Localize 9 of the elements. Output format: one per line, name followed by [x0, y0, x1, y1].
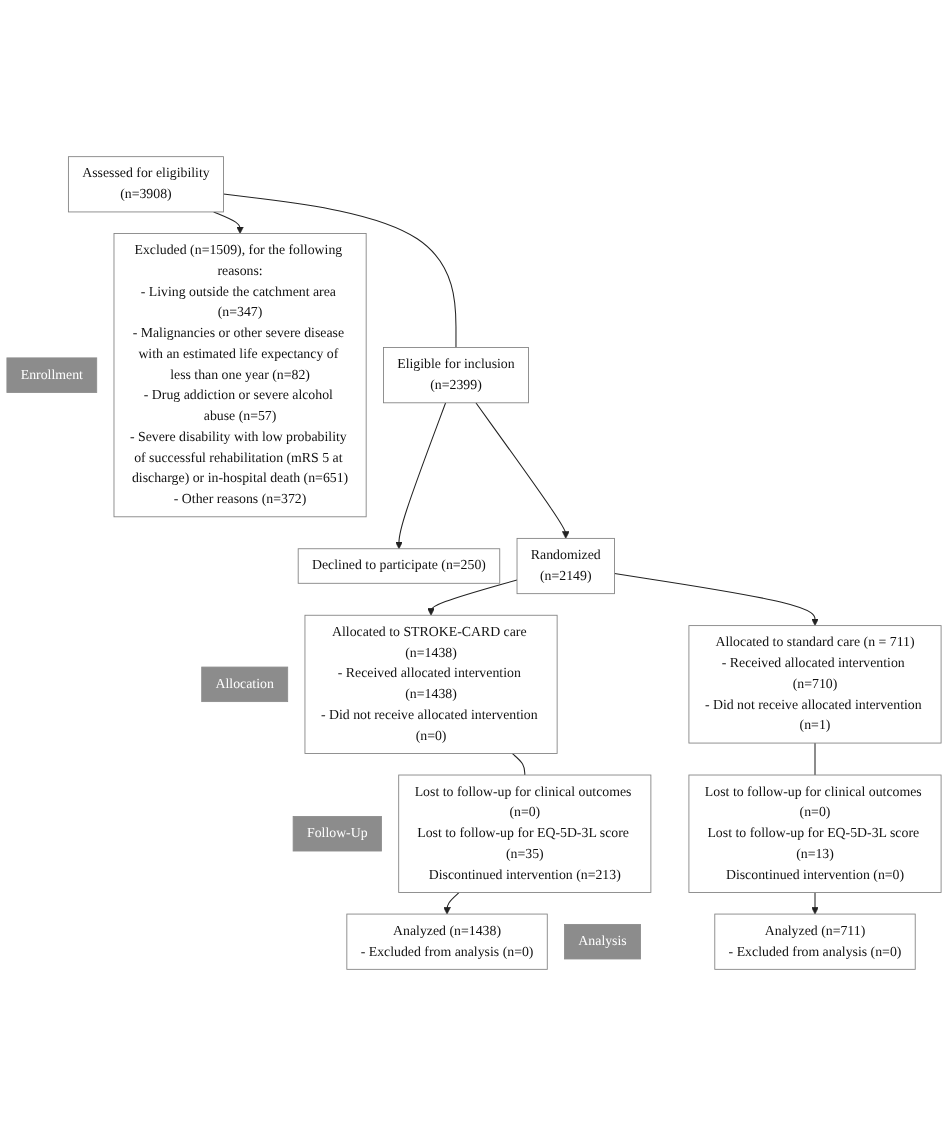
arrow: [614, 573, 819, 626]
arrow: [443, 891, 460, 915]
arrow: [395, 402, 447, 550]
connector: [511, 752, 526, 776]
arrow: [427, 579, 518, 616]
arrow: [475, 402, 570, 539]
arrow: [811, 891, 819, 915]
arrow: [213, 211, 244, 234]
connector: [222, 193, 457, 349]
